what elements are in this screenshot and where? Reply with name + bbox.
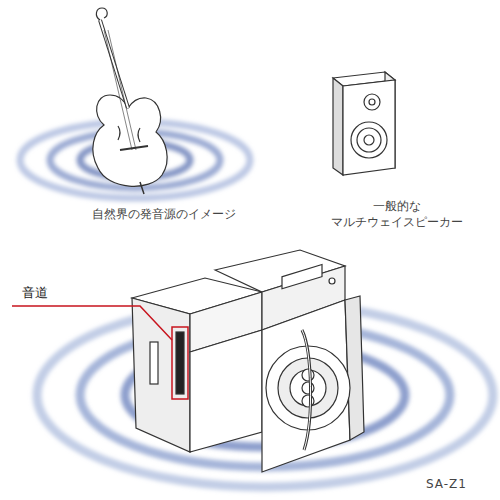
caption-label: 自然界の発音源のイメージ: [92, 206, 262, 222]
multiway-speaker: [333, 72, 395, 175]
contrabass: [93, 8, 167, 194]
sa-z1-device: [132, 250, 364, 472]
caption-label: 一般的な マルチウェイスピーカー: [322, 198, 472, 230]
sound-path-callout: [12, 306, 188, 399]
part-label: 音道: [22, 284, 82, 302]
model-label: SA-Z1: [426, 476, 492, 492]
